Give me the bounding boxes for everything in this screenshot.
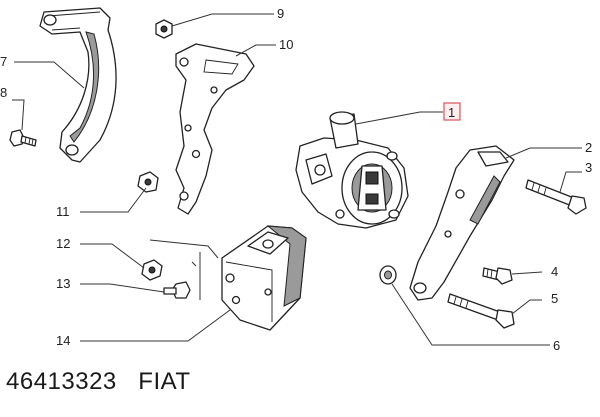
part-3-long-bolt[interactable] [525,179,587,215]
part-4-short-bolt[interactable] [482,267,513,285]
part-1-steering-pump[interactable] [295,111,409,229]
part-14-mounting-bracket[interactable] [199,225,307,331]
callout-1-highlight-box [443,102,461,121]
part-9-nut[interactable] [155,19,173,39]
callout-12[interactable]: 12 [56,236,70,251]
callout-labels: 1 2 3 4 5 6 7 8 9 10 11 12 13 14 [0,6,592,353]
callout-11[interactable]: 11 [56,204,70,219]
callout-4[interactable]: 4 [551,264,558,279]
part-10-support-plate[interactable] [175,43,255,215]
part-number: 46413323 [6,368,117,395]
part-11-nut[interactable] [137,171,159,193]
callout-14[interactable]: 14 [56,333,70,348]
part-8-bolt[interactable] [9,129,37,147]
callout-7[interactable]: 7 [0,54,7,69]
part-6-washer[interactable] [379,265,397,285]
callout-3[interactable]: 3 [585,160,592,175]
part-number-caption: 46413323 FIAT [6,368,191,396]
part-7-curved-arm[interactable] [39,7,117,163]
leader-lines [12,13,582,346]
callout-1[interactable]: 1 [448,105,455,120]
callout-10[interactable]: 10 [279,37,293,52]
callout-8[interactable]: 8 [0,85,7,100]
part-2-tensioner-bracket[interactable] [409,145,515,301]
part-12-nut[interactable] [141,259,163,281]
callout-5[interactable]: 5 [551,291,558,306]
callout-6[interactable]: 6 [553,338,560,353]
callout-9[interactable]: 9 [277,6,284,21]
part-13-screw[interactable] [163,281,191,299]
part-5-medium-bolt[interactable] [447,293,515,329]
callout-13[interactable]: 13 [56,276,70,291]
brand-name: FIAT [138,368,191,395]
callout-2[interactable]: 2 [585,140,592,155]
